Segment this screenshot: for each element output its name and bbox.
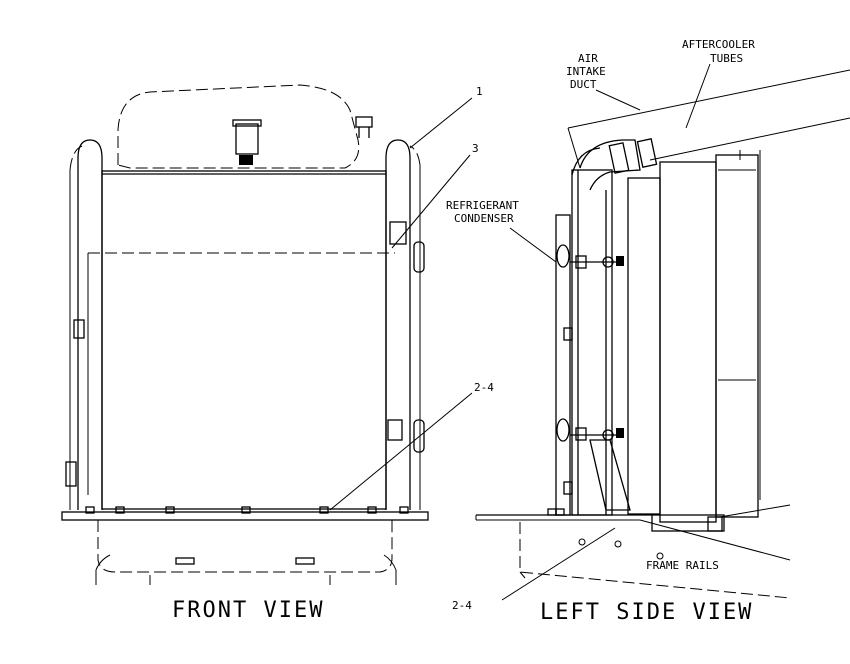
front-view-title: FRONT VIEW (172, 598, 324, 623)
shroud (627, 177, 661, 515)
duct-elbow (579, 139, 641, 191)
label-aftercooler-line1: AFTERCOOLER (682, 38, 755, 51)
right-tube (385, 139, 411, 510)
label-frame-rails: FRAME RAILS (646, 559, 719, 572)
frame-rails (519, 522, 791, 599)
callout-leader-2-4-side (501, 527, 616, 601)
right-bracket-upper (389, 221, 407, 245)
left-bracket-upper (73, 319, 85, 339)
support-brace (589, 439, 631, 511)
right-bracket-lower (387, 419, 403, 441)
label-aftercooler-line2: TUBES (710, 52, 743, 65)
label-refrigerant-line1: REFRIGERANT (446, 199, 519, 212)
label-refrigerant-line2: CONDENSER (454, 212, 514, 225)
callout-2-4-front: 2-4 (474, 381, 494, 394)
label-air-line2: INTAKE (566, 65, 606, 78)
cap-nut (239, 155, 253, 165)
fan-housing (659, 161, 717, 523)
front-tank-outline (117, 84, 360, 169)
left-tube (77, 139, 103, 510)
label-air-line3: DUCT (570, 78, 597, 91)
callout-1: 1 (476, 85, 483, 98)
breather-cap (355, 116, 373, 128)
callout-leader-2-4-front (329, 392, 473, 511)
right-clip-lower (413, 419, 425, 453)
air-intake-duct-top (567, 69, 850, 129)
front-view: 1 3 2-4 FRONT VIEW (61, 84, 494, 623)
radiator-core (101, 170, 387, 510)
callout-leader-3 (391, 154, 471, 249)
left-bracket-lower (65, 461, 77, 487)
left-side-view: AIR INTAKE DUCT AFTERCOOLER TUBES REFRIG… (446, 38, 850, 625)
callout-3: 3 (472, 142, 479, 155)
base-plate (61, 511, 429, 521)
bottom-tank-outline (97, 520, 393, 573)
engine-block (715, 154, 759, 518)
leader-aftercooler-tubes (685, 63, 711, 129)
callout-leader-1 (409, 97, 473, 149)
leader-air-intake-duct (595, 89, 641, 111)
callout-2-4-side: 2-4 (452, 599, 472, 612)
filler-neck (235, 123, 259, 155)
condenser-side-plate (555, 214, 571, 516)
base-bolts (85, 506, 409, 514)
left-side-view-title: LEFT SIDE VIEW (540, 600, 753, 625)
leader-refrigerant-condenser (509, 227, 557, 263)
label-air-line1: AIR (578, 52, 598, 65)
right-clip-upper (413, 241, 425, 273)
filler-cap (232, 119, 262, 127)
